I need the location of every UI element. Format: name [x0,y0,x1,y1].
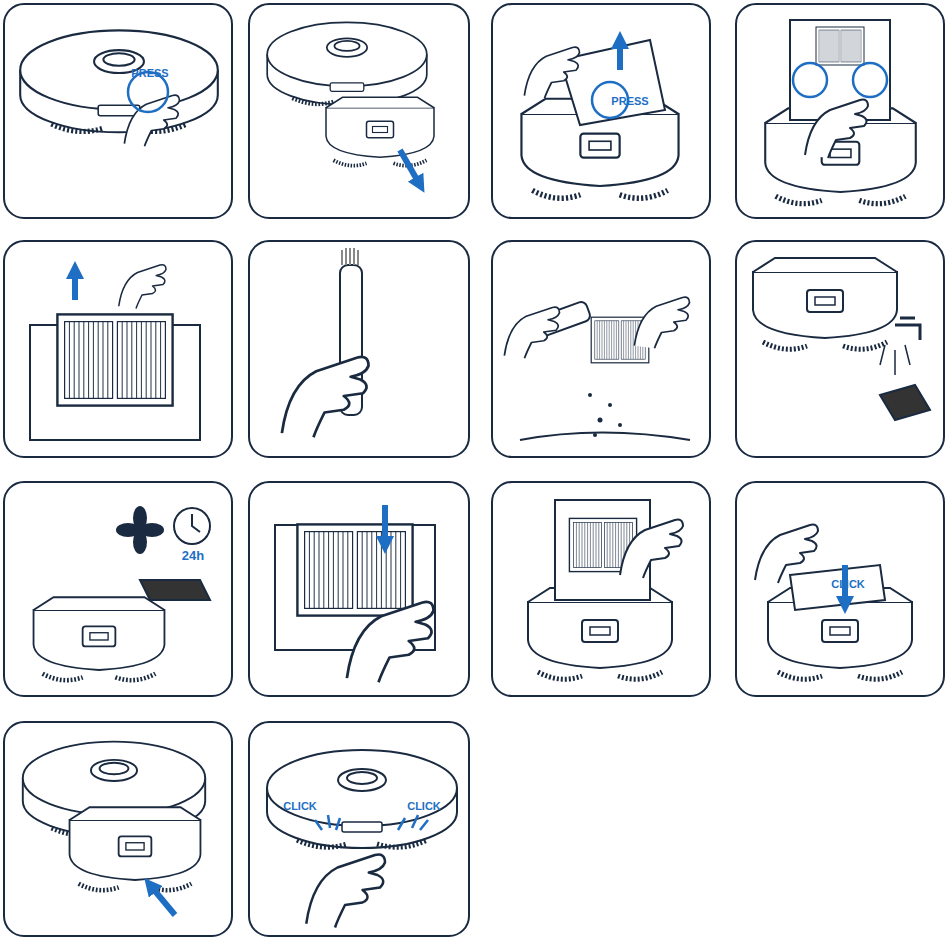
callout-text: CLICK [283,800,317,812]
callout-text: CLICK [831,578,865,590]
callout-text: PRESS [611,95,648,107]
callout-text: CLICK [407,800,441,812]
callout-text: 24h [182,548,204,563]
panel-frames [4,4,944,936]
callout-text: PRESS [131,67,168,79]
